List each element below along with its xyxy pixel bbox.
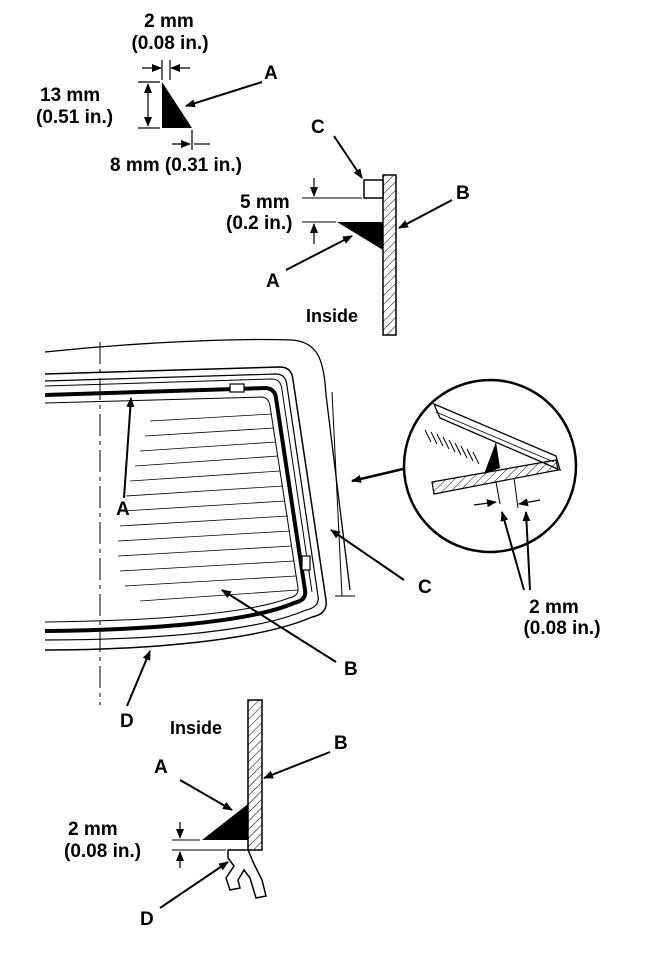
detail-molding bbox=[432, 402, 562, 472]
clip-top bbox=[229, 383, 245, 393]
detail-bead bbox=[484, 442, 500, 474]
glass-edge-3 bbox=[44, 378, 313, 593]
bead-top-dim-mm: 2 mm bbox=[144, 11, 194, 32]
upper-spacer-c bbox=[363, 179, 384, 199]
bead-width-dim: 8 mm (0.31 in.) bbox=[110, 155, 242, 176]
lower-gap-mm: 2 mm bbox=[68, 819, 118, 840]
lower-section-view bbox=[159, 699, 331, 909]
bead-profile bbox=[138, 60, 263, 150]
window-label-d: D bbox=[120, 711, 134, 732]
bead-profile-triangle bbox=[162, 82, 192, 128]
upper-section-view bbox=[285, 135, 453, 336]
lower-label-b: B bbox=[334, 733, 348, 754]
bead-height-dim-in: (0.51 in.) bbox=[36, 107, 114, 128]
lower-label-a: A bbox=[154, 757, 168, 778]
glass-edge-outer bbox=[44, 366, 327, 651]
lower-gap-in: (0.08 in.) bbox=[64, 841, 142, 862]
upper-glass bbox=[382, 174, 397, 336]
clip-side bbox=[301, 555, 311, 571]
detail-circle bbox=[402, 378, 578, 591]
upper-label-c: C bbox=[311, 117, 325, 138]
detail-gap-in: (0.08 in.) bbox=[523, 618, 601, 639]
detail-knurl bbox=[424, 429, 480, 465]
upper-gap-mm: 5 mm bbox=[240, 192, 290, 213]
lower-bead-a bbox=[202, 804, 248, 840]
upper-gap-in: (0.2 in.) bbox=[226, 213, 293, 234]
bead-height-dim-mm: 13 mm bbox=[40, 85, 101, 106]
detail-glass bbox=[431, 459, 559, 495]
lower-molding-d bbox=[225, 849, 267, 899]
upper-inside-label: Inside bbox=[306, 306, 359, 326]
window-label-a: A bbox=[116, 499, 130, 520]
upper-label-b: B bbox=[456, 183, 470, 204]
window-view bbox=[44, 338, 405, 707]
bead-top-dim-in: (0.08 in.) bbox=[131, 33, 209, 54]
upper-label-a: A bbox=[266, 271, 280, 292]
lower-inside-label: Inside bbox=[170, 718, 223, 738]
defroster-grid bbox=[117, 413, 299, 602]
lower-glass bbox=[247, 699, 263, 851]
upper-bead-a bbox=[337, 222, 383, 250]
glass-edge-2 bbox=[44, 373, 319, 641]
lower-label-d: D bbox=[140, 909, 154, 930]
window-label-c: C bbox=[418, 577, 432, 598]
bead-label-a: A bbox=[264, 63, 278, 84]
detail-gap-mm: 2 mm bbox=[529, 597, 579, 618]
window-label-b: B bbox=[344, 659, 358, 680]
bead-line-a bbox=[44, 385, 308, 633]
glass-inner-edge bbox=[44, 396, 299, 623]
body-outline bbox=[44, 338, 351, 591]
